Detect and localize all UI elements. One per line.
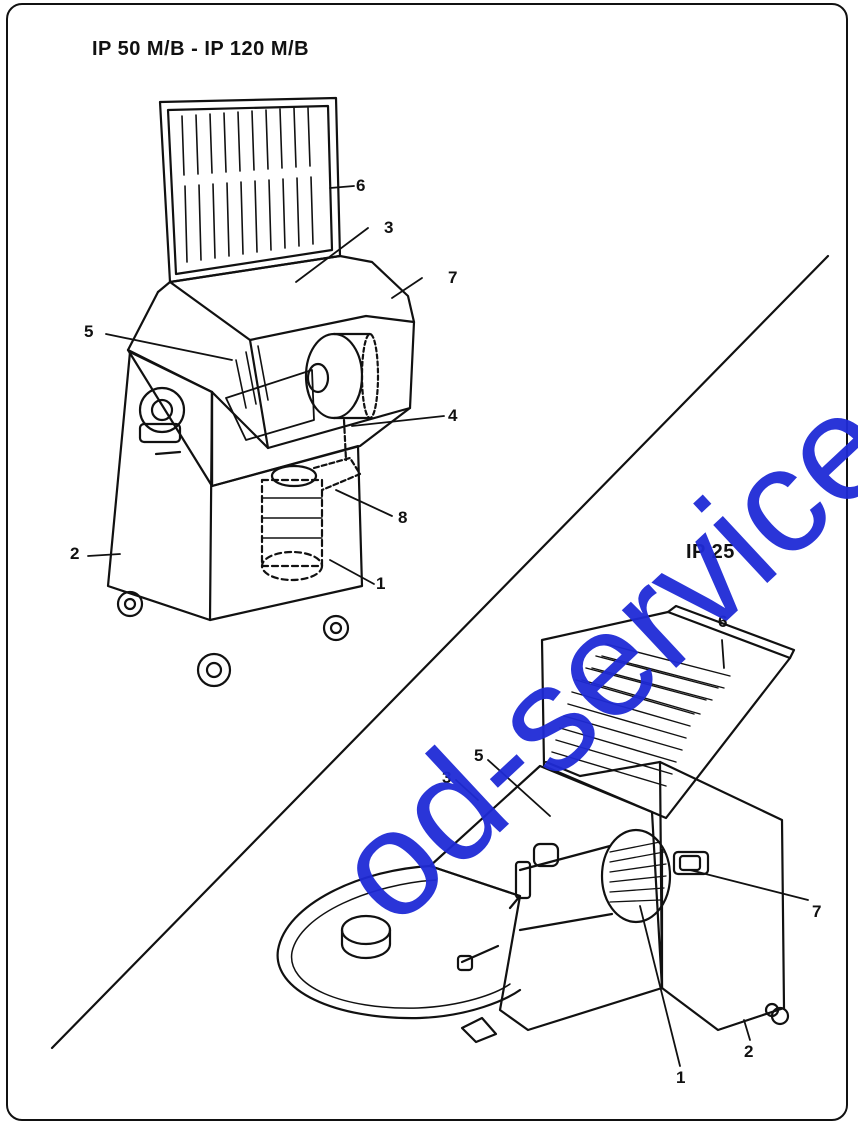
callout-3-bottom: 3 — [442, 768, 452, 787]
diagram-frame — [6, 3, 848, 1121]
divider-line — [50, 254, 830, 1050]
callout-6-top: 6 — [356, 176, 366, 195]
title-ip25: IP 25 — [686, 541, 735, 563]
callout-3-top: 3 — [384, 218, 394, 237]
callout-6-bottom: 6 — [718, 612, 728, 631]
callout-2-bottom: 2 — [744, 1042, 754, 1061]
callout-7-top: 7 — [448, 268, 458, 287]
callout-2-top: 2 — [70, 544, 80, 563]
callout-5-bottom: 5 — [474, 746, 484, 765]
callout-1-top: 1 — [376, 574, 386, 593]
title-ip50-ip120: IP 50 M/B - IP 120 M/B — [92, 38, 310, 60]
callout-5-top: 5 — [84, 322, 94, 341]
callout-8-top: 8 — [398, 508, 408, 527]
callout-1-bottom: 1 — [676, 1068, 686, 1087]
machine-ip25-drawing — [276, 604, 809, 1067]
callout-4-top: 4 — [448, 406, 458, 425]
callout-7-bottom: 7 — [812, 902, 822, 921]
machine-ip50-drawing — [87, 96, 445, 688]
